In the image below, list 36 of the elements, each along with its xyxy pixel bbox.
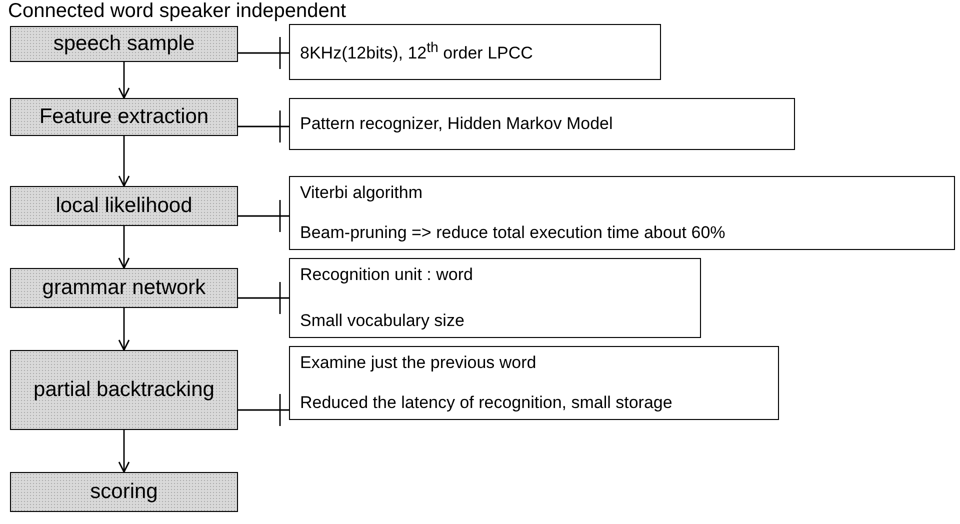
bracket-connector xyxy=(238,281,289,315)
step-label: partial backtracking xyxy=(34,378,214,402)
diagram-title: Connected word speaker independent xyxy=(8,0,346,23)
note-text: Reduced the latency of recognition, small storage xyxy=(300,393,674,413)
note-text: Recognition unit : word xyxy=(300,265,474,285)
note-text: Small vocabulary size xyxy=(300,311,466,331)
process-box xyxy=(10,26,238,62)
step-label: grammar network xyxy=(42,276,206,300)
step-label: scoring xyxy=(90,480,158,504)
arrow xyxy=(118,136,130,187)
process-box xyxy=(10,98,238,136)
note-box xyxy=(289,98,795,150)
note-text: Examine just the previous word xyxy=(300,353,538,373)
step-label: speech sample xyxy=(53,32,195,56)
arrow xyxy=(118,430,130,473)
bracket-connector xyxy=(238,36,289,70)
note-box xyxy=(289,24,661,80)
arrow xyxy=(118,308,130,351)
process-box xyxy=(10,350,238,430)
process-box xyxy=(10,472,238,512)
step-label: local likelihood xyxy=(56,194,192,218)
note-text: Pattern recognizer, Hidden Markov Model xyxy=(300,114,614,134)
arrow xyxy=(118,226,130,269)
process-box xyxy=(10,268,238,308)
note-text: Viterbi algorithm xyxy=(300,183,424,203)
process-box xyxy=(10,186,238,226)
note-box xyxy=(289,258,701,338)
note-box xyxy=(289,176,955,250)
note-text: 8KHz(12bits), 12$^{th}$ order LPCC xyxy=(300,40,534,64)
note-text: Beam-pruning => reduce total execution time about 60% xyxy=(300,223,726,243)
arrow xyxy=(118,62,130,99)
step-label: Feature extraction xyxy=(39,104,209,130)
bracket-connector xyxy=(238,199,289,233)
note-box xyxy=(289,346,779,420)
bracket-connector xyxy=(238,110,289,144)
bracket-connector xyxy=(238,393,289,427)
